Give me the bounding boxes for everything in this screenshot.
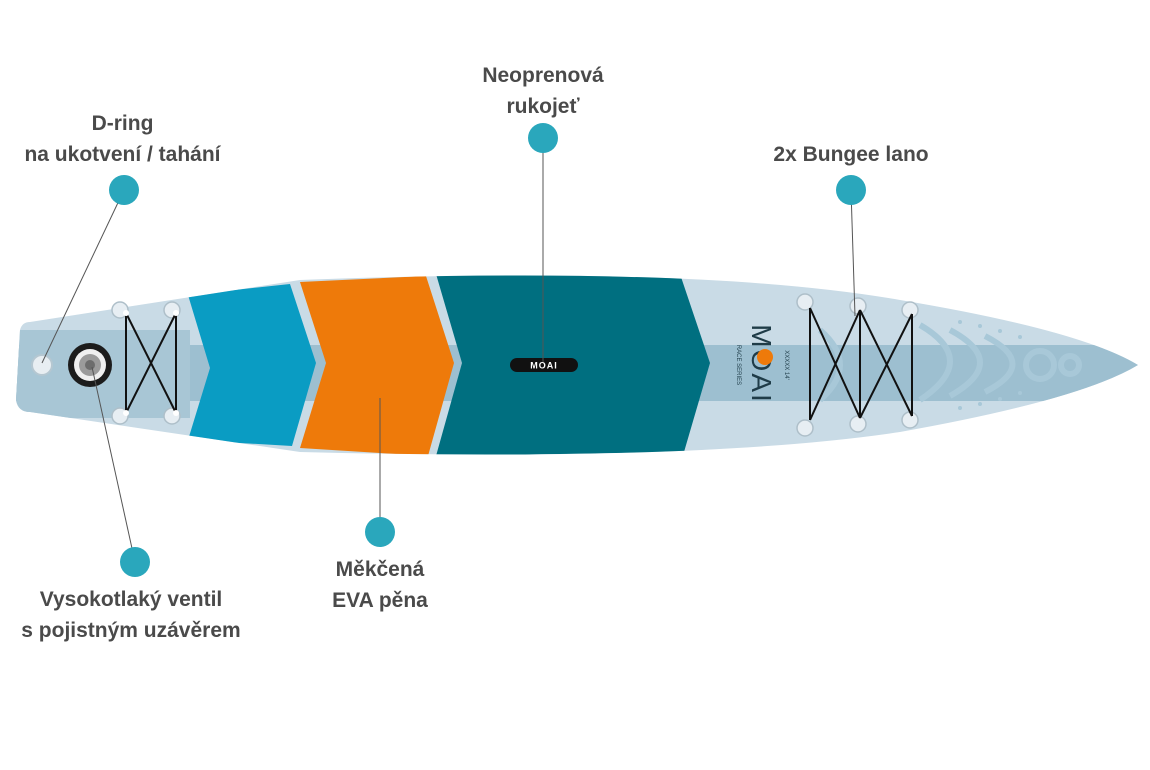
eva-callout-dot xyxy=(365,517,395,547)
valve-callout-dot xyxy=(120,547,150,577)
orange-chevron xyxy=(300,276,454,455)
valve-label: Vysokotlaký ventil s pojistným uzávěrem xyxy=(21,588,241,642)
board-model-tag: XXXXX 14' xyxy=(783,350,789,380)
blue-chevron xyxy=(188,284,316,446)
bungee-label: 2x Bungee lano xyxy=(773,143,929,166)
front-bungee-icon xyxy=(796,293,919,437)
handle-callout-dot xyxy=(528,123,558,153)
valve-leader xyxy=(91,366,136,563)
d-ring-icon xyxy=(31,354,53,376)
nose-tribal-pattern xyxy=(817,322,1082,403)
d-ring-leader xyxy=(41,189,125,364)
bungee-leader xyxy=(850,189,856,317)
nose-tribal-dots xyxy=(958,320,1022,410)
neoprene-handle-icon xyxy=(510,358,578,372)
valve-icon xyxy=(68,343,112,387)
handle-logo: MOAI xyxy=(530,361,558,371)
logo-orange-dot xyxy=(757,349,773,365)
d-ring-callout-dot xyxy=(109,175,139,205)
eva-label: Měkčená EVA pěna xyxy=(332,558,428,612)
rear-bungee-icon xyxy=(111,301,181,425)
d-ring-label: D-ring na ukotvení / tahání xyxy=(24,112,221,166)
callout-leader-lines xyxy=(41,138,856,563)
bungee-callout-dot xyxy=(836,175,866,205)
handle-label: Neoprenová rukojeť xyxy=(482,64,604,118)
board-series-tag: RACE SERIES xyxy=(735,345,741,385)
